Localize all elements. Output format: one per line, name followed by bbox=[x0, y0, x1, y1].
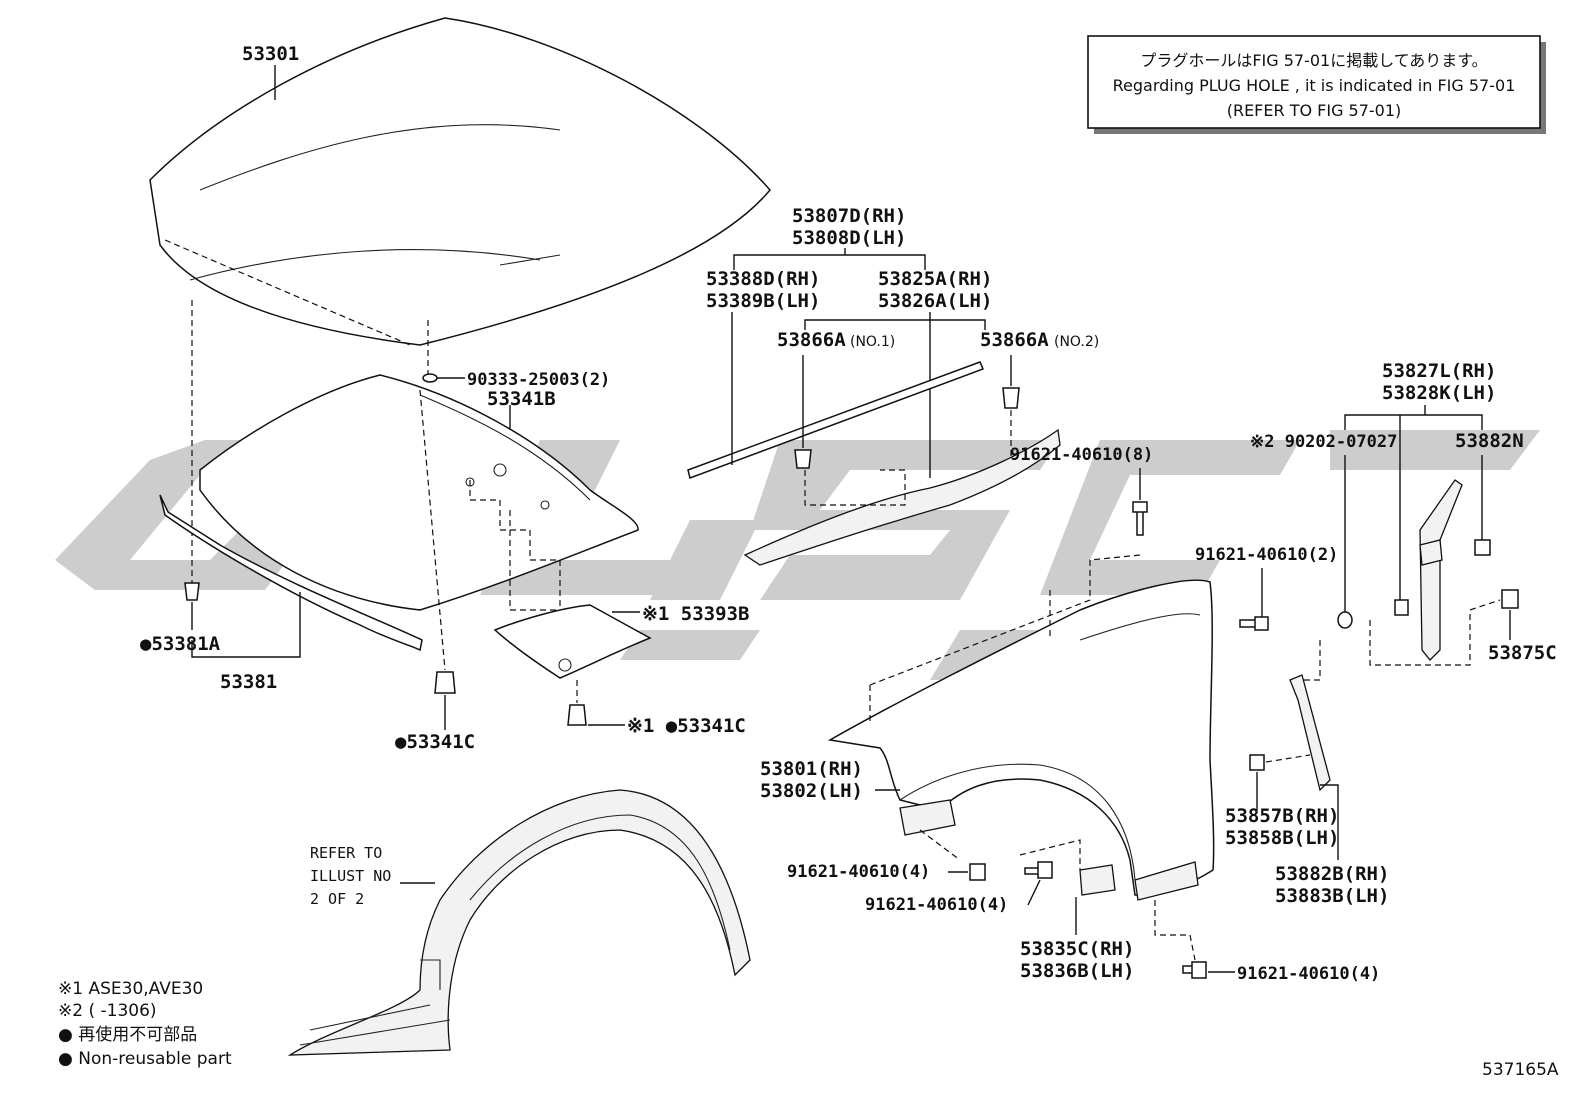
cowl-seal bbox=[743, 428, 1061, 566]
bolt-4b-icon bbox=[1024, 861, 1053, 879]
dash-pad-2 bbox=[509, 510, 560, 611]
hood-seal bbox=[159, 494, 423, 652]
label-seal2-lh: 53858B(LH) bbox=[1225, 827, 1339, 849]
clip-no1-icon bbox=[794, 449, 812, 469]
label-clip-no2: 53866A bbox=[980, 329, 1049, 351]
grommet-icon bbox=[422, 373, 438, 383]
clip-no2-icon bbox=[1002, 387, 1020, 409]
label-bracket-lh: 53828K(LH) bbox=[1382, 382, 1496, 404]
label-refer-1: REFER TO bbox=[310, 844, 382, 862]
label-refer-2: ILLUST NO bbox=[310, 867, 391, 885]
label-stay-rh: 53835C(RH) bbox=[1020, 938, 1134, 960]
bolt-2-icon bbox=[1239, 616, 1269, 631]
label-cover-lh: 53389B(LH) bbox=[706, 290, 820, 312]
label-bolt-4c: 91621-40610(4) bbox=[1237, 964, 1380, 984]
label-part-53875C: 53875C bbox=[1488, 642, 1557, 664]
bolt-4c-icon bbox=[1182, 961, 1207, 979]
bracket-cowl bbox=[733, 248, 926, 270]
legend-item-1: ※1 ASE30,AVE30 bbox=[58, 979, 203, 999]
label-clip-no1-suffix: (NO.1) bbox=[850, 334, 895, 350]
leader-seal bbox=[191, 592, 301, 658]
legend-item-3: ● 再使用不可部品 bbox=[58, 1024, 197, 1045]
fender-lower-bracket bbox=[899, 799, 956, 836]
legend: ※1 ASE30,AVE30 ※2 ( -1306) ● 再使用不可部品 ● N… bbox=[58, 979, 232, 1069]
label-fender-rh: 53801(RH) bbox=[760, 758, 863, 780]
label-insulator: 53341B bbox=[487, 388, 556, 410]
label-bolt-8: 91621-40610(8) bbox=[1010, 445, 1153, 465]
note-line-1: プラグホールはFIG 57-01に掲載してあります。 bbox=[1140, 51, 1487, 70]
label-part-53882N: 53882N bbox=[1455, 430, 1524, 452]
note-box: プラグホールはFIG 57-01に掲載してあります。 Regarding PLU… bbox=[1087, 35, 1546, 134]
note-line-3: (REFER TO FIG 57-01) bbox=[1227, 101, 1402, 120]
label-stay-lh: 53836B(LH) bbox=[1020, 960, 1134, 982]
label-fender-lh: 53802(LH) bbox=[760, 780, 863, 802]
label-seal-lh: 53826A(LH) bbox=[878, 290, 992, 312]
label-cover-rh: 53388D(RH) bbox=[706, 268, 820, 290]
label-nut-2: ※2 90202-07027 bbox=[1250, 432, 1397, 452]
label-bolt-2: 91621-40610(2) bbox=[1195, 545, 1338, 565]
label-cowl-lh: 53808D(LH) bbox=[792, 227, 906, 249]
cowl-strip bbox=[687, 361, 984, 479]
pad-53393B bbox=[493, 604, 652, 679]
label-seal-rh: 53825A(RH) bbox=[878, 268, 992, 290]
bolt-8-icon bbox=[1132, 501, 1148, 536]
nut-icon bbox=[1337, 611, 1353, 629]
seal-53857B bbox=[1289, 674, 1331, 792]
hood-insulator bbox=[199, 374, 639, 611]
label-cowl-rh: 53807D(RH) bbox=[792, 205, 906, 227]
label-clip-no1: 53866A bbox=[777, 329, 846, 351]
label-clip-no2-suffix: (NO.2) bbox=[1054, 334, 1099, 350]
label-clip-53341C-left: ●53341C bbox=[395, 731, 475, 753]
clip-53341C-left-icon bbox=[434, 671, 456, 694]
legend-item-2: ※2 ( -1306) bbox=[58, 1001, 157, 1021]
label-bolt-4b: 91621-40610(4) bbox=[865, 895, 1008, 915]
label-clip-53381A: ●53381A bbox=[140, 633, 221, 655]
label-seal-53381: 53381 bbox=[220, 671, 277, 693]
label-pad: ※1 53393B bbox=[642, 603, 749, 625]
label-bracket-rh: 53827L(RH) bbox=[1382, 360, 1496, 382]
bracket-seal bbox=[804, 312, 986, 478]
dash-pad bbox=[469, 480, 561, 660]
label-hood: 53301 bbox=[242, 43, 299, 65]
bracket-53827L bbox=[1419, 479, 1463, 661]
label-grommet: 90333-25003(2) bbox=[467, 370, 610, 390]
fender-stay bbox=[1079, 864, 1116, 896]
figure-id: 537165A bbox=[1482, 1060, 1559, 1080]
label-clip-53341C-right: ※1 ●53341C bbox=[627, 715, 746, 737]
bracket-right-group bbox=[1344, 405, 1483, 430]
clip-53341C-right-icon bbox=[567, 704, 587, 726]
dash-hood-clip bbox=[419, 320, 446, 671]
label-seal2-rh: 53857B(RH) bbox=[1225, 805, 1339, 827]
fender-rear-bracket bbox=[1134, 861, 1199, 901]
label-refer-3: 2 OF 2 bbox=[310, 890, 364, 908]
legend-item-4: ● Non-reusable part bbox=[58, 1049, 232, 1069]
clip-bracket-icon bbox=[1394, 599, 1409, 616]
label-bracket2-lh: 53883B(LH) bbox=[1275, 885, 1389, 907]
bolt-4a-icon bbox=[969, 863, 986, 881]
note-line-2: Regarding PLUG HOLE , it is indicated in… bbox=[1113, 76, 1516, 95]
fender-liner bbox=[287, 789, 751, 1056]
clip-53857B-icon bbox=[1249, 754, 1265, 771]
clip-53882N-icon bbox=[1474, 539, 1491, 556]
hood-panel bbox=[149, 17, 771, 346]
label-bracket2-rh: 53882B(RH) bbox=[1275, 863, 1389, 885]
label-bolt-4a: 91621-40610(4) bbox=[787, 862, 930, 882]
clip-53875C-icon bbox=[1501, 589, 1519, 609]
front-fender bbox=[827, 554, 1215, 896]
clip-53381A-icon bbox=[184, 582, 200, 601]
